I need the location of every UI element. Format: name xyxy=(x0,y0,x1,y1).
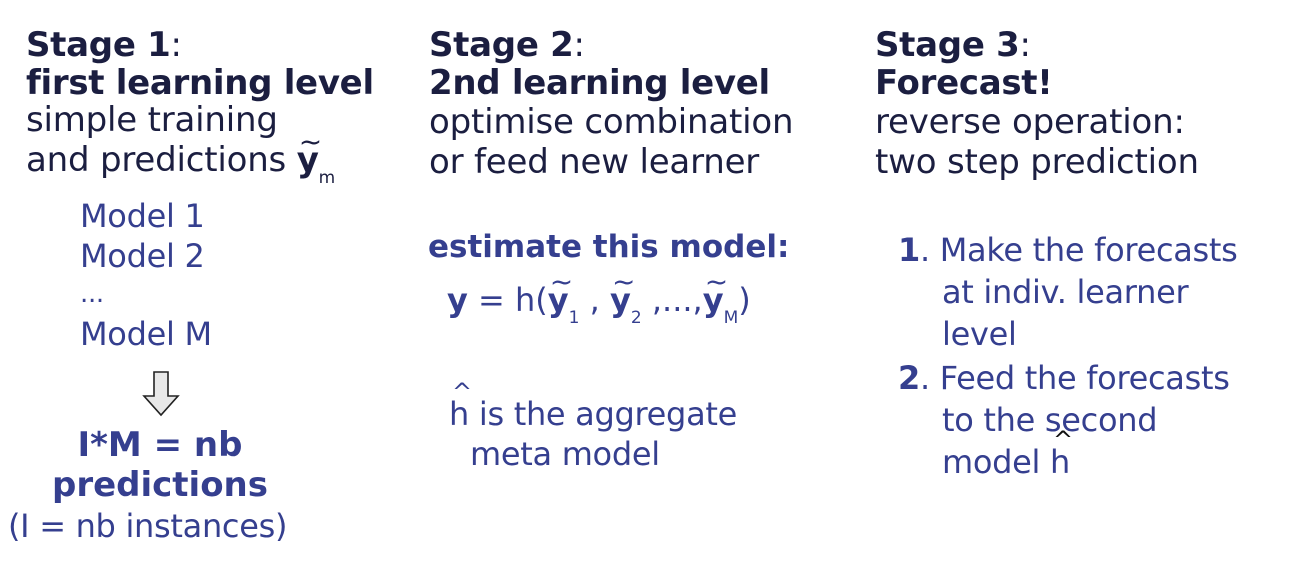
step-2-line1: 2. Feed the forecasts xyxy=(898,359,1230,397)
stage1-title: Stage 1: xyxy=(26,25,182,65)
stage2-desc-line1: optimise combination xyxy=(429,102,794,142)
y-tilde-symbol: ~y xyxy=(296,125,322,180)
stage1-subtitle: first learning level xyxy=(26,63,374,103)
h-hat-symbol: ^h xyxy=(449,378,472,433)
stage3-desc-line1: reverse operation: xyxy=(875,102,1185,142)
stage2-note-line2: meta model xyxy=(470,435,660,473)
stage2-desc-line2: or feed new learner xyxy=(429,142,760,182)
stage3-desc-line2: two step prediction xyxy=(875,142,1199,182)
stage1-desc-line2: and predictions ~ym xyxy=(26,125,336,188)
model-2-label: Model 2 xyxy=(80,237,205,275)
h-hat-symbol: ^h xyxy=(1050,426,1073,481)
stage3-title: Stage 3: xyxy=(875,25,1031,65)
stacking-formula: y = h(~y1 , ~y2 ,...,~yM) xyxy=(447,265,751,328)
stage1-note: (I = nb instances) xyxy=(8,507,288,545)
model-m-label: Model M xyxy=(80,315,212,353)
estimate-label: estimate this model: xyxy=(428,229,790,265)
stage3-subtitle: Forecast! xyxy=(875,63,1053,103)
stage1-desc-line1: simple training xyxy=(26,100,278,140)
step-2-line2: to the second xyxy=(942,401,1158,439)
step-1-line1: 1. Make the forecasts xyxy=(898,231,1238,269)
model-1-label: Model 1 xyxy=(80,197,205,235)
stage2-note-line1: ^h is the aggregate xyxy=(449,378,738,433)
stage2-subtitle: 2nd learning level xyxy=(429,63,770,103)
step-2-line3: model ^h xyxy=(942,426,1073,481)
step-1-line3: level xyxy=(942,315,1017,353)
down-arrow-icon xyxy=(142,371,180,417)
stage1-result-line1: I*M = nb xyxy=(77,425,243,465)
stage2-title: Stage 2: xyxy=(429,25,585,65)
models-ellipsis: ... xyxy=(80,279,104,309)
step-1-line2: at indiv. learner xyxy=(942,273,1189,311)
stage1-result-line2: predictions xyxy=(51,465,269,505)
